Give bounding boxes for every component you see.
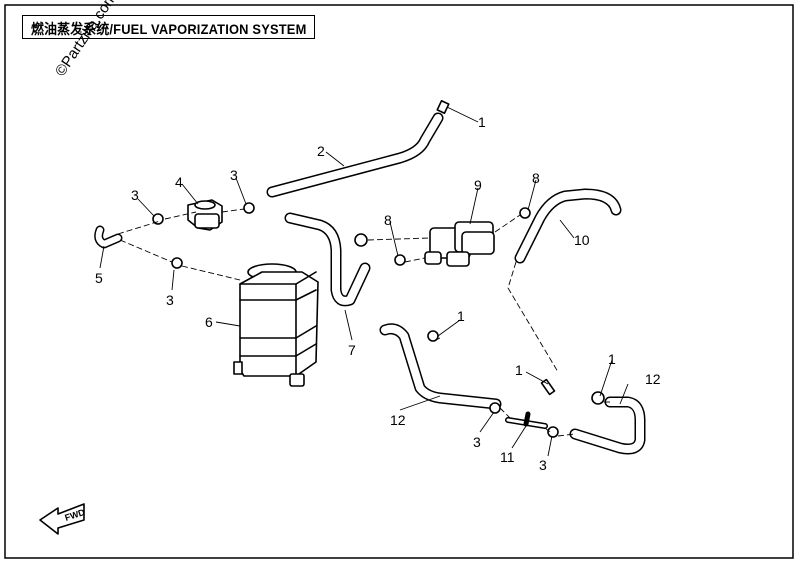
part-5-elbow[interactable] [94,225,123,249]
part-1-clip-top[interactable] [436,99,450,115]
callout-3: 3 [230,167,238,183]
callout-12: 12 [645,371,661,387]
part-8-clamp-b[interactable] [394,254,406,266]
part-7-hose[interactable] [284,212,371,307]
part-1-clamp-c[interactable] [540,378,556,396]
part-8-clamp-a[interactable] [354,233,368,247]
part-2-hose[interactable] [266,112,444,198]
part-3-clamp-d[interactable] [489,402,501,414]
part-12-hose-left[interactable] [379,323,502,410]
routing-lines [117,208,612,437]
part-9-purge-valve[interactable] [424,221,495,267]
callout-11: 11 [500,449,515,465]
callout-6: 6 [205,314,213,330]
part-1-clamp-d[interactable] [591,391,605,405]
callout-5: 5 [95,270,103,286]
page-title: 燃油蒸发系统/FUEL VAPORIZATION SYSTEM [31,21,307,37]
part-12-hose-right[interactable] [569,396,646,455]
callout-1: 1 [457,308,465,324]
callout-3: 3 [473,434,481,450]
callout-8: 8 [384,212,392,228]
callout-1: 1 [608,351,616,367]
part-10-hose[interactable] [514,188,622,264]
title-box: 燃油蒸发系统/FUEL VAPORIZATION SYSTEM [22,15,315,39]
callout-1: 1 [478,114,486,130]
outer-border [4,4,794,559]
callout-4: 4 [175,174,183,190]
callout-3: 3 [131,187,139,203]
callout-12: 12 [390,412,406,428]
part-4-valve[interactable] [187,199,223,231]
part-6-canister[interactable] [233,263,319,387]
part-11-tee[interactable] [505,411,548,429]
callout-7: 7 [348,342,356,358]
part-8-clamp-c[interactable] [519,207,531,219]
callout-3: 3 [539,457,547,473]
part-3-clamp-c[interactable] [171,257,183,269]
callout-1: 1 [515,362,523,378]
part-3-clamp-e[interactable] [547,426,559,438]
callout-10: 10 [574,232,590,248]
callout-3: 3 [166,292,174,308]
fwd-arrow-icon [39,503,85,535]
part-3-clamp-b[interactable] [243,202,255,214]
callout-8: 8 [532,170,540,186]
callout-2: 2 [317,143,325,159]
callout-9: 9 [474,177,482,193]
leader-lines [99,106,629,457]
